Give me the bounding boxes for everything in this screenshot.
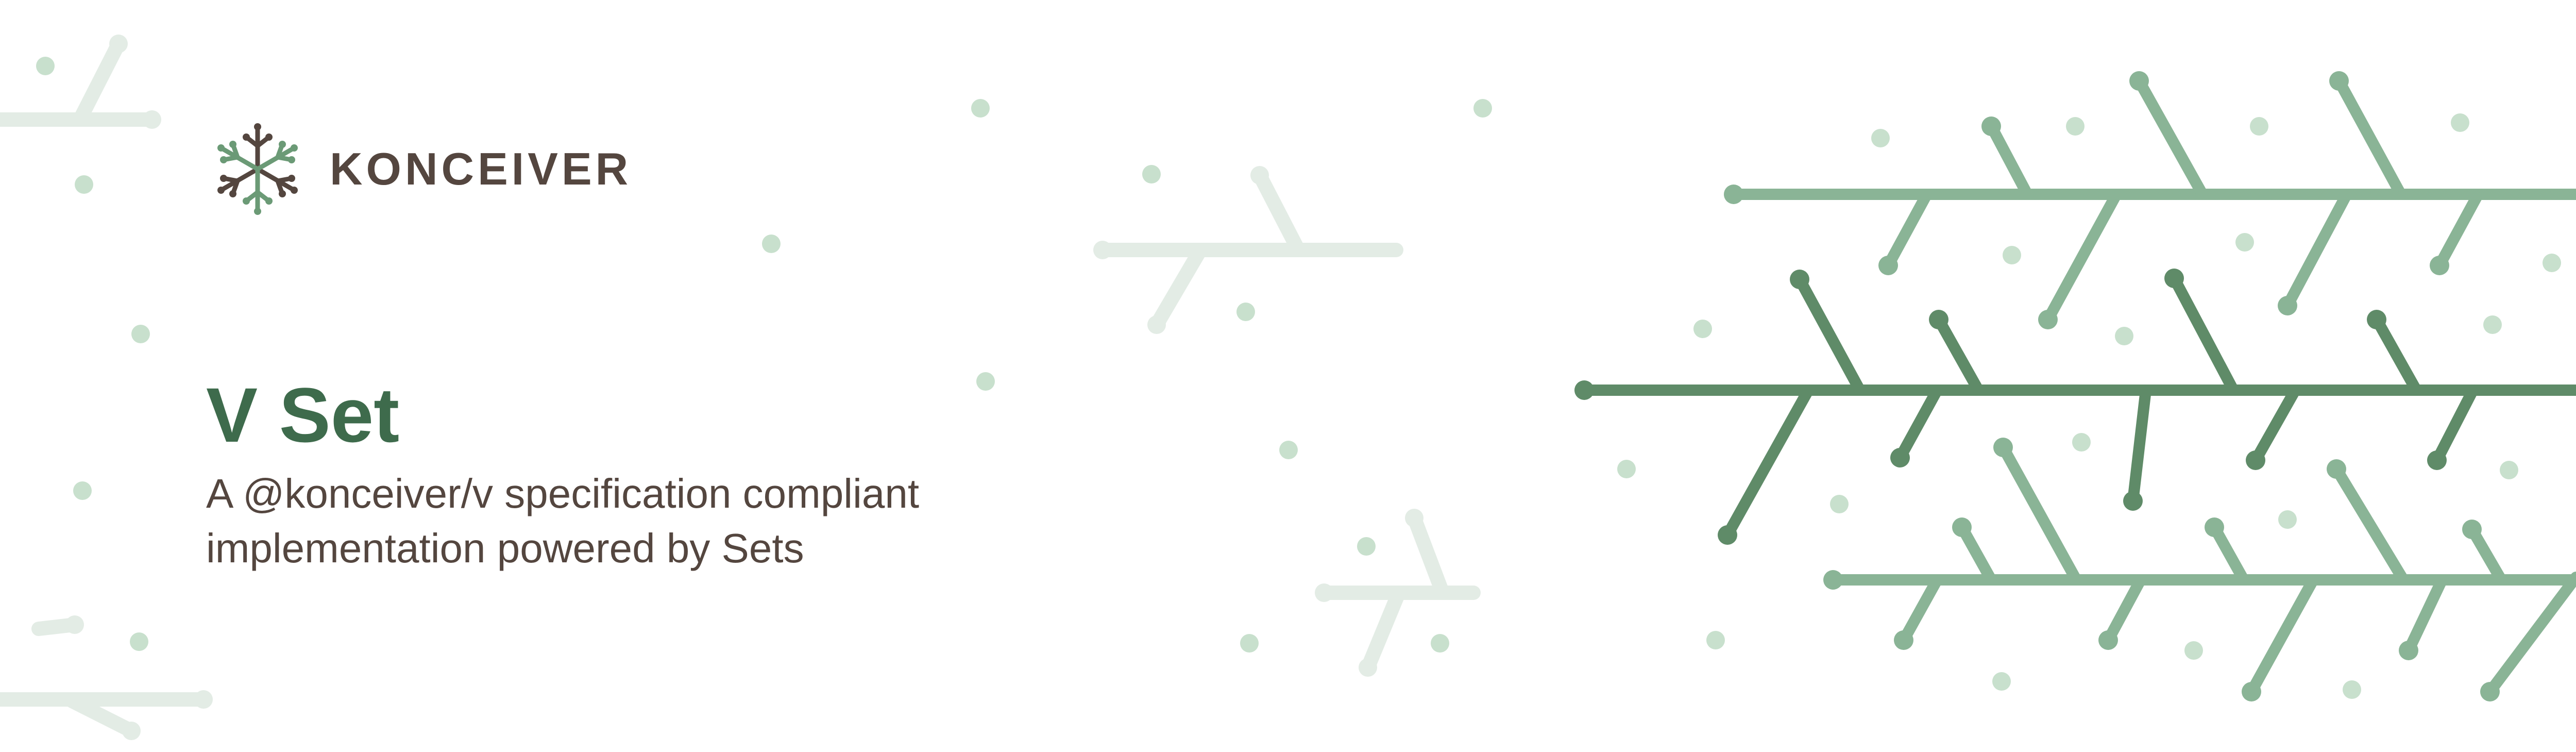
snowflake-branch-logo-icon — [217, 123, 298, 215]
page-title: V Set — [206, 372, 400, 458]
subtitle-line-2: implementation powered by Sets — [206, 525, 804, 571]
brand-name: KONCEIVER — [330, 143, 632, 194]
page-subtitle: A @konceiver/v specification compliant im… — [206, 466, 1133, 576]
subtitle-line-1: A @konceiver/v specification compliant — [206, 471, 920, 516]
brand-lockup: KONCEIVER — [206, 118, 632, 221]
